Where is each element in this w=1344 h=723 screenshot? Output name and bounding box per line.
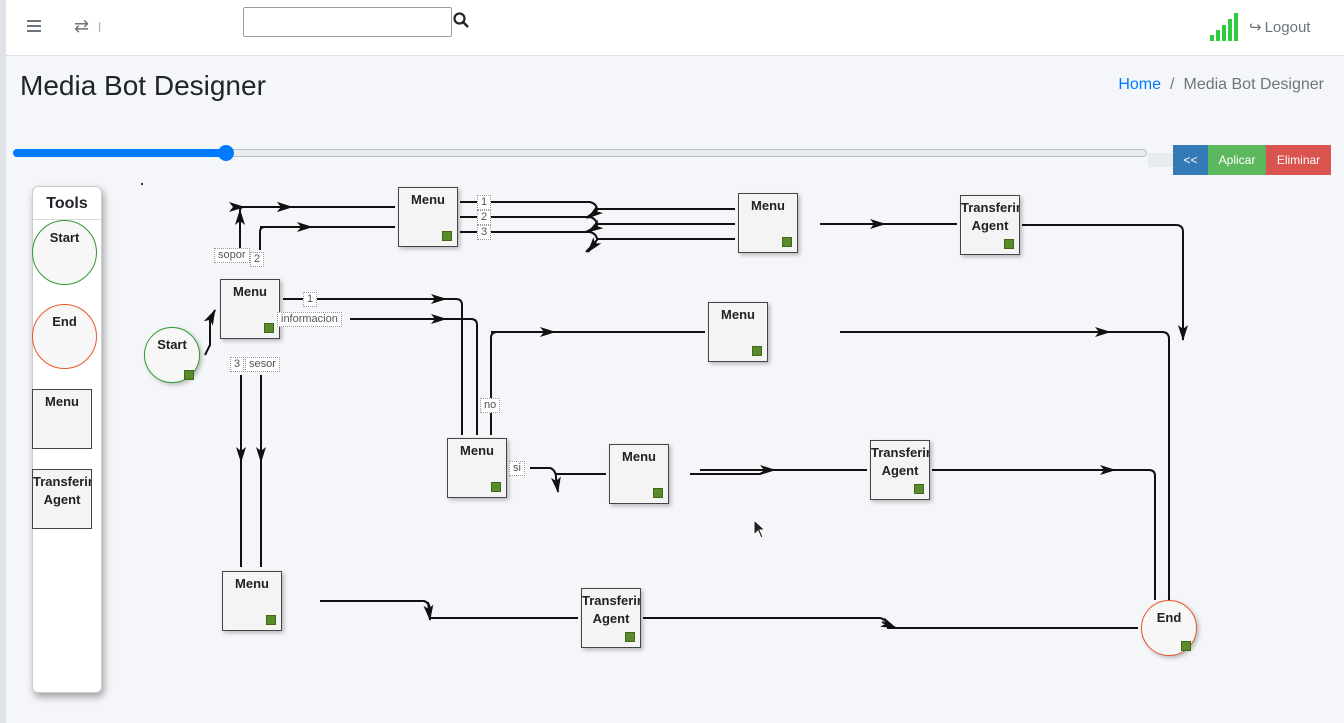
canvas-menu-center-node[interactable]: Menu (447, 438, 507, 498)
output-port[interactable] (491, 482, 501, 492)
hamburger-menu-icon[interactable] (27, 20, 41, 33)
breadcrumb-separator: / (1170, 76, 1175, 93)
edge-label-top-1[interactable]: 1 (477, 195, 492, 210)
breadcrumb-home-link[interactable]: Home (1118, 76, 1162, 93)
output-port[interactable] (782, 237, 792, 247)
node-label: Menu (233, 284, 267, 299)
node-label: Menu (235, 576, 269, 591)
left-edge (0, 0, 6, 723)
tool-menu[interactable]: Menu (32, 389, 92, 449)
breadcrumb-current: Media Bot Designer (1183, 76, 1324, 93)
tool-transfer-label: Transferir Agent (33, 474, 91, 507)
canvas-menu-si-node[interactable]: Menu (609, 444, 669, 504)
output-port[interactable] (653, 488, 663, 498)
node-label: Menu (622, 449, 656, 464)
edge-informacion (350, 318, 478, 435)
collapse-button[interactable]: << (1173, 145, 1208, 175)
tool-end[interactable]: End (32, 304, 97, 369)
edge-label-asesor[interactable]: sesor (245, 357, 280, 372)
output-port[interactable] (914, 484, 924, 494)
canvas-start-node[interactable]: Start (144, 327, 200, 383)
slider-thumb[interactable] (218, 145, 235, 161)
page-title: Media Bot Designer (20, 70, 266, 101)
edge-si (530, 467, 559, 491)
edge-label-main-1[interactable]: 1 (303, 292, 318, 307)
canvas-transfer-top-node[interactable]: Transferir Agent (960, 195, 1020, 255)
tool-end-label: End (52, 314, 77, 329)
edge-transfer-bottom-to-end (643, 617, 1138, 629)
output-port[interactable] (1004, 239, 1014, 249)
edge-start-menu (203, 309, 216, 356)
edge-transfer-mid-to-end (932, 469, 1156, 600)
canvas-transfer-mid-node[interactable]: Transferir Agent (870, 440, 930, 500)
node-label: Transferir Agent (582, 593, 640, 626)
edge-no (490, 331, 705, 435)
apply-button[interactable]: Aplicar (1208, 145, 1266, 175)
output-port[interactable] (264, 323, 274, 333)
edge-label-main-3[interactable]: 3 (230, 357, 245, 372)
canvas-menu-bottom-node[interactable]: Menu (222, 571, 282, 631)
tool-transfer[interactable]: Transferir Agent (32, 469, 92, 529)
node-label: Menu (751, 198, 785, 213)
edge-label-top-2[interactable]: 2 (477, 210, 492, 225)
edge-menu-bottom-to-transfer (320, 600, 578, 619)
edge-label-top-3[interactable]: 3 (477, 225, 492, 240)
slider-end-cap (1148, 153, 1174, 167)
canvas-end-node[interactable]: End (1141, 600, 1197, 656)
node-label: Menu (721, 307, 755, 322)
canvas-dot (141, 183, 143, 185)
edge-menu-si-to-transfer (690, 469, 867, 475)
edge-label-no[interactable]: no (480, 398, 501, 413)
input-port[interactable] (1181, 641, 1191, 651)
search-input[interactable] (243, 7, 452, 37)
search-icon[interactable] (453, 12, 469, 28)
output-port[interactable] (752, 346, 762, 356)
logout-label: Logout (1264, 18, 1311, 36)
logout-button[interactable]: ↪ Logout (1249, 18, 1311, 37)
edge-transfer-top-to-end (1022, 224, 1188, 341)
edge-label-si[interactable]: si (509, 461, 525, 476)
tool-start-label: Start (49, 230, 80, 245)
nav-label: l (98, 19, 102, 35)
delete-button[interactable]: Eliminar (1266, 145, 1331, 175)
edge-2-to-menu-top (259, 226, 395, 250)
edge-soporte-to-menu-top (228, 202, 395, 250)
slider-fill (13, 149, 227, 157)
share-arrow-icon: ↪ (1249, 19, 1262, 36)
node-label: Transferir Agent (961, 200, 1019, 233)
edge-label-soporte-2[interactable]: 2 (250, 252, 265, 267)
tools-divider (33, 219, 101, 220)
top-navbar: ⇄ l ↪ Logout (6, 0, 1344, 56)
retweet-icon[interactable]: ⇄ (74, 16, 90, 36)
edge-label-soporte[interactable]: sopor (214, 248, 250, 263)
tool-start[interactable]: Start (32, 220, 97, 285)
canvas-menu-top-right-node[interactable]: Menu (738, 193, 798, 253)
zoom-slider[interactable] (13, 145, 1147, 161)
canvas-menu-top-node[interactable]: Menu (398, 187, 458, 247)
node-label: Start (157, 337, 187, 352)
tools-title: Tools (46, 195, 88, 212)
mouse-cursor-icon (753, 519, 765, 539)
node-label: Menu (460, 443, 494, 458)
signal-strength-icon (1210, 13, 1238, 41)
tool-menu-label: Menu (45, 394, 79, 409)
canvas-menu-mid-right-node[interactable]: Menu (708, 302, 768, 362)
node-label: End (1156, 610, 1182, 625)
edge-label-informacion[interactable]: informacion (277, 312, 342, 327)
output-port[interactable] (442, 231, 452, 241)
output-port[interactable] (266, 615, 276, 625)
output-port[interactable] (625, 632, 635, 642)
breadcrumb: Home / Media Bot Designer (1118, 76, 1324, 94)
node-label: Menu (411, 192, 445, 207)
node-label: Transferir Agent (871, 445, 929, 478)
canvas-transfer-bottom-node[interactable]: Transferir Agent (581, 588, 641, 648)
output-port[interactable] (184, 370, 194, 380)
canvas-menu-main-node[interactable]: Menu (220, 279, 280, 339)
